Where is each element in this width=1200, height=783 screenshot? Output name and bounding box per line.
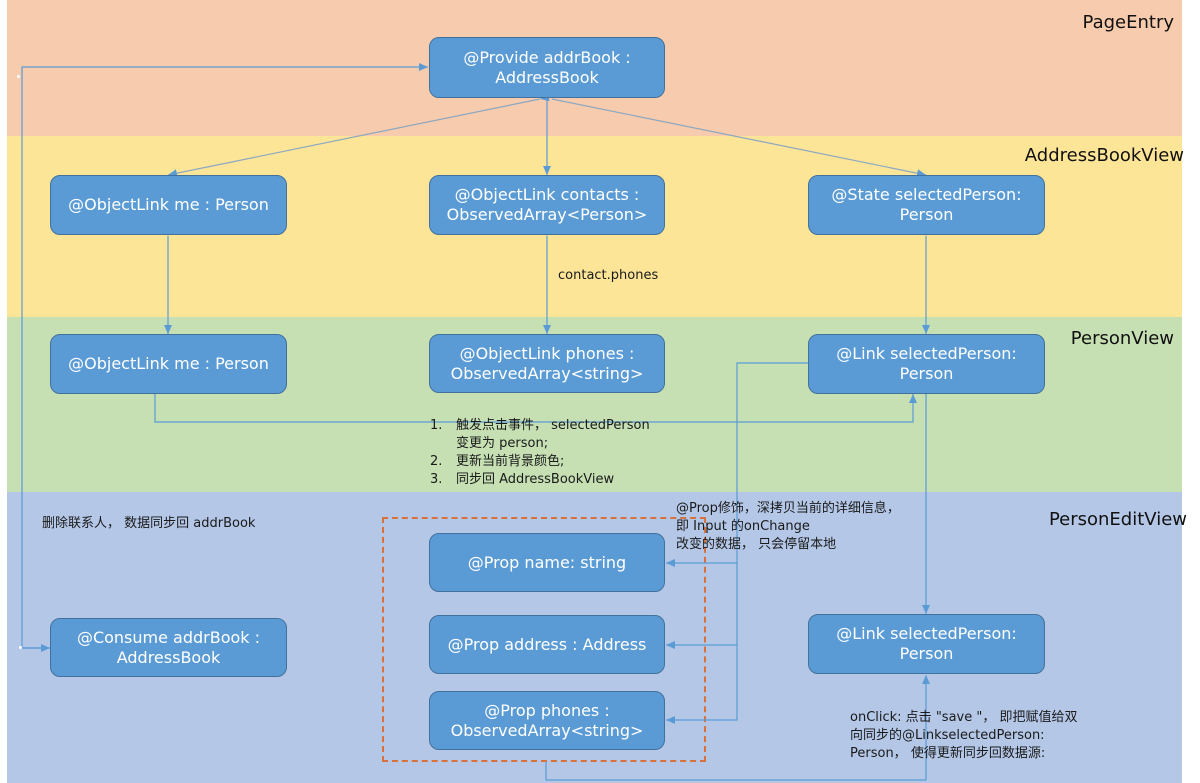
- node-text-line: ObservedArray<Person>: [446, 205, 648, 224]
- node-pev-consume-addrbook[interactable]: @Consume addrBook :AddressBook: [50, 618, 287, 677]
- node-text-line: @ObjectLink contacts :: [454, 185, 640, 204]
- lane-title-person-edit-view: PersonEditView: [1048, 509, 1187, 530]
- note-line: Person， 使得更新同步回数据源:: [850, 746, 1046, 761]
- step-text: 触发点击事件， selectedPerson: [456, 418, 650, 433]
- node-text-line: ObservedArray<string>: [450, 363, 644, 383]
- lane-title-page-entry: PageEntry: [1082, 12, 1174, 33]
- node-abv-state-selected-person[interactable]: @State selectedPerson:Person: [808, 175, 1045, 235]
- note-line: 向同步的@LinkselectedPerson:: [850, 728, 1045, 743]
- step-text: 更新当前背景颜色;: [456, 454, 565, 469]
- step-number: 2.: [430, 454, 443, 469]
- lane-title-person-view: PersonView: [1070, 328, 1174, 349]
- note-step-3: 3. 同步回 AddressBookView: [430, 471, 650, 489]
- node-text-line: @Prop name: string: [467, 552, 627, 572]
- note-delete-contact: 删除联系人， 数据同步回 addrBook: [42, 516, 256, 531]
- node-text-line: @ObjectLink phones :: [459, 343, 635, 363]
- node-text-line: @State selectedPerson:: [831, 185, 1022, 204]
- node-abv-objectlink-contacts[interactable]: @ObjectLink contacts :ObservedArray<Pers…: [429, 175, 665, 235]
- step-number: 1.: [430, 418, 443, 433]
- node-pev-prop-name[interactable]: @Prop name: string: [429, 533, 665, 592]
- note-line: @Prop修饰，深拷贝当前的详细信息，: [676, 501, 900, 516]
- node-text-line: @ObjectLink me : Person: [68, 354, 269, 373]
- node-pev-prop-address[interactable]: @Prop address : Address: [429, 615, 665, 674]
- note-step-1: 1. 触发点击事件， selectedPerson: [430, 417, 650, 435]
- note-contact-phones: contact.phones: [558, 268, 659, 283]
- note-line: onClick: 点击 "save "， 即把赋值给双: [850, 710, 1078, 725]
- node-text-line: @Prop address : Address: [447, 634, 647, 654]
- node-pv-objectlink-me[interactable]: @ObjectLink me : Person: [50, 334, 287, 394]
- node-text-line: Person: [899, 364, 954, 383]
- node-text-line: Person: [899, 644, 954, 663]
- note-click-steps: 1. 触发点击事件， selectedPerson 变更为 person; 2. 更…: [430, 417, 650, 489]
- node-text-line: ObservedArray<string>: [450, 720, 644, 740]
- node-text-line: AddressBook: [495, 67, 599, 87]
- node-text-line: @Consume addrBook :: [76, 627, 261, 647]
- node-text-line: @Link selectedPerson:: [836, 624, 1017, 643]
- node-text-line: AddressBook: [116, 647, 221, 667]
- decorative-dot: [17, 75, 20, 78]
- note-prop-deep-copy: @Prop修饰，深拷贝当前的详细信息， 即 Input 的onChange 改变…: [676, 500, 900, 554]
- note-onclick-save: onClick: 点击 "save "， 即把赋值给双 向同步的@Linksel…: [850, 709, 1077, 763]
- node-text-line: @Provide addrBook :: [463, 47, 631, 67]
- node-text-line: @ObjectLink me : Person: [68, 195, 269, 214]
- node-provide-addrbook[interactable]: @Provide addrBook :AddressBook: [429, 37, 665, 98]
- node-pv-objectlink-phones[interactable]: @ObjectLink phones :ObservedArray<string…: [429, 334, 665, 393]
- node-text-line: @Prop phones :: [484, 700, 610, 720]
- node-text-line: Person: [899, 205, 954, 224]
- node-pv-link-selected-person[interactable]: @Link selectedPerson:Person: [808, 334, 1045, 394]
- step-number: 3.: [430, 472, 443, 487]
- node-abv-objectlink-me[interactable]: @ObjectLink me : Person: [50, 175, 287, 235]
- note-line: 改变的数据， 只会停留本地: [676, 537, 837, 552]
- decorative-dot: [19, 646, 22, 649]
- lane-title-address-book-view: AddressBookView: [1024, 145, 1184, 166]
- node-pev-link-selected-person[interactable]: @Link selectedPerson:Person: [808, 614, 1045, 674]
- node-pev-prop-phones[interactable]: @Prop phones :ObservedArray<string>: [429, 691, 665, 750]
- step-text: 同步回 AddressBookView: [456, 472, 615, 487]
- note-line: 即 Input 的onChange: [676, 519, 810, 534]
- step-text-cont: 变更为 person;: [456, 436, 549, 451]
- note-step-2: 2. 更新当前背景颜色;: [430, 453, 650, 471]
- node-text-line: @Link selectedPerson:: [836, 344, 1017, 363]
